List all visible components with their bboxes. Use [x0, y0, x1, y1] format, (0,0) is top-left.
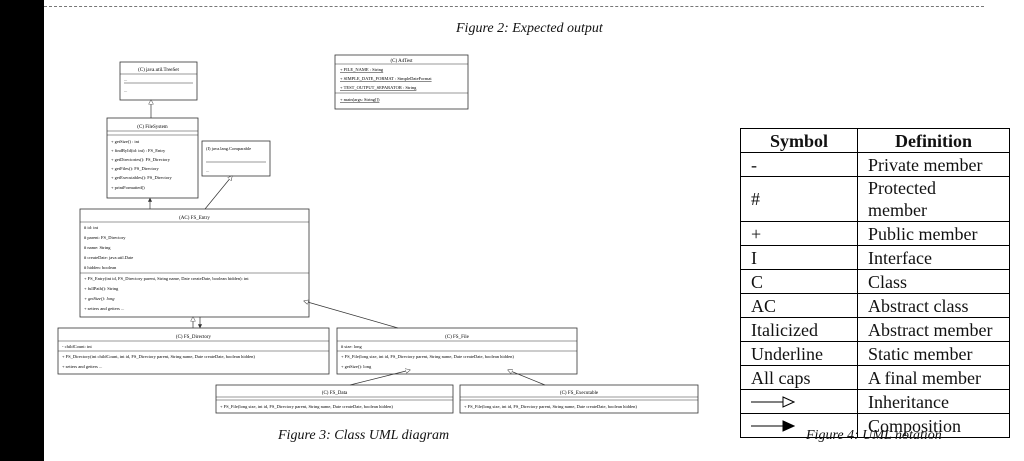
figure-3-caption: Figure 3: Class UML diagram: [278, 428, 450, 443]
svg-text:+ FS_File(long size, int id, F: + FS_File(long size, int id, FS_Director…: [341, 354, 514, 360]
notation-header-row: Symbol Definition: [740, 128, 1010, 153]
svg-text:(C) FS_Data: (C) FS_Data: [322, 391, 348, 396]
uml-title: (C) java.util.TreeSet: [138, 68, 179, 73]
svg-text:# createDate: java.util.Date: # createDate: java.util.Date: [84, 255, 133, 260]
svg-text:(C) FS_Executable: (C) FS_Executable: [560, 391, 599, 396]
symbol-header: Symbol: [740, 128, 858, 153]
figure-2-caption: Figure 2: Expected output: [456, 21, 603, 36]
uml-box-a4test: (C) A4Test + FILE_NAME : String + SIMPLE…: [334, 54, 469, 110]
svg-text:...: ...: [206, 168, 209, 173]
svg-text:+ main(args: String[]): + main(args: String[]): [340, 97, 380, 102]
svg-text:# hidden: boolean: # hidden: boolean: [84, 265, 117, 270]
svg-text:# parent: FS_Directory: # parent: FS_Directory: [84, 235, 126, 240]
uml-box-fs-file: (C) FS_File # size: long + FS_File(long …: [336, 327, 578, 375]
uml-notation-table: Symbol Definition -Private member #Prote…: [740, 128, 1010, 438]
inheritance-executable-file: [508, 370, 546, 386]
uml-box-filesystem: (C) FileSystem + getSize() : int + findB…: [106, 117, 199, 199]
uml-box-fs-data: (C) FS_Data + FS_File(long size, int id,…: [215, 384, 454, 414]
svg-text:- childCount: int: - childCount: int: [62, 344, 92, 349]
svg-text:+ getExecutables(): FS_Directo: + getExecutables(): FS_Directory: [111, 175, 173, 180]
svg-text:+ getSize(): long: + getSize(): long: [341, 364, 372, 369]
svg-text:(I) java.lang.Comparable: (I) java.lang.Comparable: [206, 146, 251, 151]
svg-text:...: ...: [124, 88, 127, 93]
table-row: +Public member: [740, 221, 1010, 246]
svg-text:+ setters and getters ...: + setters and getters ...: [62, 364, 102, 369]
definition-header: Definition: [857, 128, 1010, 153]
uml-box-fs-directory: (C) FS_Directory - childCount: int + FS_…: [57, 327, 330, 375]
svg-text:+ SIMPLE_DATE_FORMAT : SimpleD: + SIMPLE_DATE_FORMAT : SimpleDateFormat: [340, 76, 432, 81]
svg-text:+ setters and getters ...: + setters and getters ...: [84, 306, 124, 311]
svg-text:(C) FS_File: (C) FS_File: [445, 335, 470, 340]
svg-text:+ FILE_NAME : String: + FILE_NAME : String: [340, 67, 384, 72]
uml-box-comparable: (I) java.lang.Comparable ...: [201, 140, 271, 177]
svg-text:# name: String: # name: String: [84, 245, 111, 250]
svg-text:(C) FS_Directory: (C) FS_Directory: [176, 335, 212, 340]
uml-class-diagram: (C) java.util.TreeSet ... ... (C) A4Test…: [57, 54, 699, 414]
table-row: Inheritance: [740, 389, 1010, 414]
svg-text:+ FS_File(long size, int id, F: + FS_File(long size, int id, FS_Director…: [464, 404, 637, 410]
svg-text:+ getSize() : int: + getSize() : int: [111, 139, 140, 144]
figure-4-caption: Figure 4: UML notation: [806, 428, 942, 443]
table-row: Composition: [740, 413, 1010, 438]
inheritance-entry-comparable: [204, 176, 232, 210]
inheritance-file-entry: [304, 301, 399, 329]
svg-text:# id: int: # id: int: [84, 225, 99, 230]
table-row: -Private member: [740, 152, 1010, 177]
left-black-bar: [0, 0, 44, 461]
table-row: #Protected member: [740, 176, 1010, 222]
uml-box-fs-executable: (C) FS_Executable + FS_File(long size, i…: [459, 384, 699, 414]
svg-text:+ FS_File(long size, int id, F: + FS_File(long size, int id, FS_Director…: [220, 404, 393, 410]
composition-arrow-icon: [751, 419, 795, 432]
uml-box-fs-entry: (AC) FS_Entry # id: int # parent: FS_Dir…: [79, 208, 310, 318]
svg-text:+ getSize(): long: + getSize(): long: [84, 296, 115, 301]
svg-text:+ FS_Entry(int id, FS_Director: + FS_Entry(int id, FS_Directory parent, …: [84, 276, 249, 282]
svg-text:# size: long: # size: long: [341, 344, 362, 349]
inheritance-data-file: [349, 370, 410, 386]
inheritance-arrow-icon: [751, 395, 795, 408]
svg-text:+ FS_Directory(int childCount,: + FS_Directory(int childCount, int id, F…: [62, 354, 255, 360]
svg-text:+ findById(id: int) : FS_Entry: + findById(id: int) : FS_Entry: [111, 148, 166, 153]
svg-text:+ getDirectories(): FS_Directo: + getDirectories(): FS_Directory: [111, 157, 171, 162]
svg-text:(C) FileSystem: (C) FileSystem: [137, 125, 168, 130]
svg-text:+ fullPath(): String: + fullPath(): String: [84, 286, 119, 291]
top-table-remnant: [44, 0, 984, 9]
uml-box-treeset: (C) java.util.TreeSet ... ...: [119, 61, 198, 101]
svg-text:(AC) FS_Entry: (AC) FS_Entry: [179, 216, 210, 221]
svg-text:...: ...: [124, 77, 127, 82]
svg-text:+ TEST_OUTPUT_SEPARATOR : Stri: + TEST_OUTPUT_SEPARATOR : String: [340, 85, 417, 90]
svg-text:+ getFiles(): FS_Directory: + getFiles(): FS_Directory: [111, 166, 160, 171]
svg-text:(C) A4Test: (C) A4Test: [390, 59, 413, 64]
svg-text:+ printFormatted(): + printFormatted(): [111, 185, 145, 190]
